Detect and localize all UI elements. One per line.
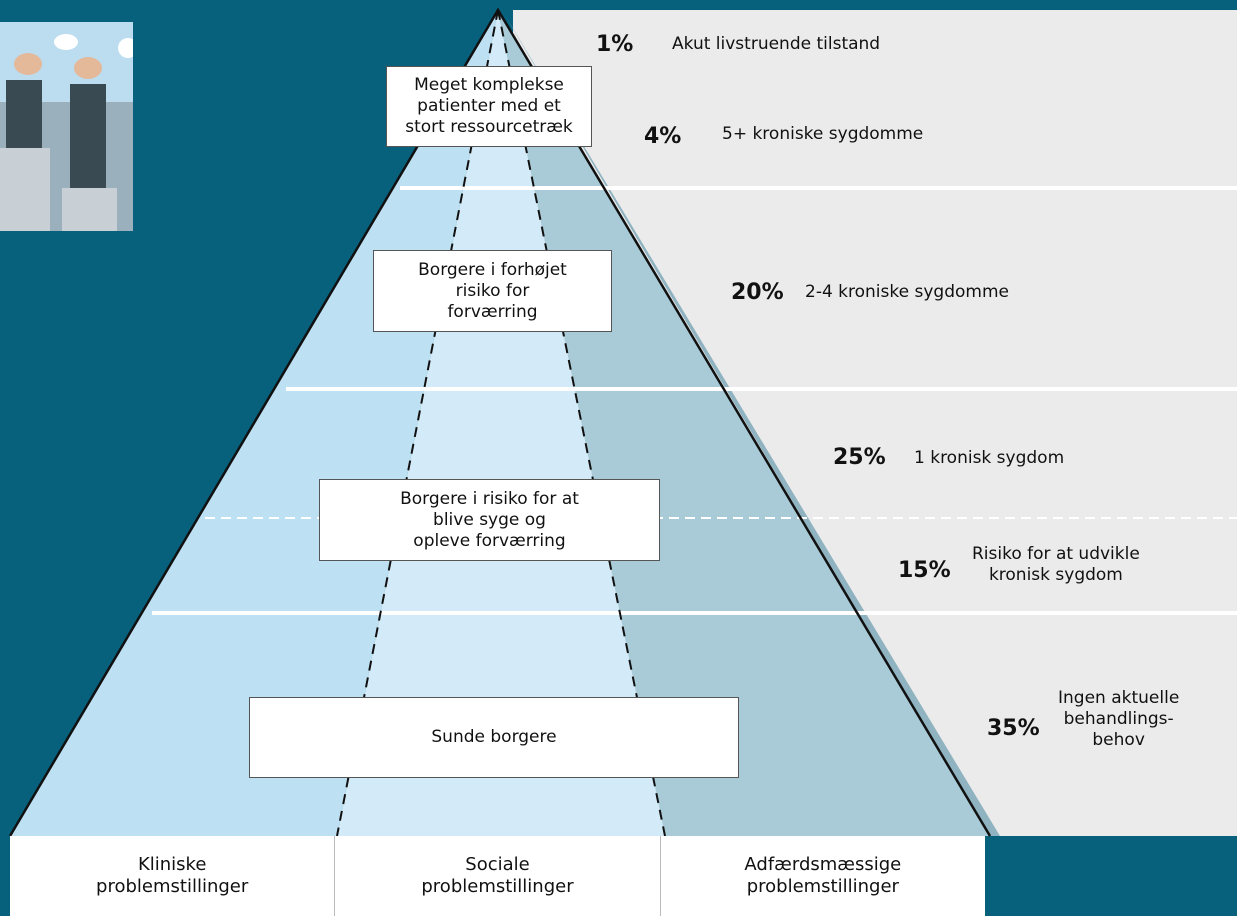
- tier-description: 5+ kroniske sygdomme: [722, 124, 924, 144]
- percentage-label: 4%: [644, 124, 682, 149]
- column-label-behavioral: Adfærdsmæssige problemstillinger: [659, 836, 985, 916]
- percentage-label: 1%: [596, 32, 634, 57]
- tier-box-at-risk: Borgere i risiko for at blive syge og op…: [319, 479, 660, 561]
- tier-box-complex-patients: Meget komplekse patienter med et stort r…: [386, 66, 592, 147]
- column-label-social: Sociale problemstillinger: [334, 836, 659, 916]
- tier-description: Ingen aktuelle behandlings- behov: [1058, 688, 1180, 750]
- column-label-clinical: Kliniske problemstillinger: [96, 854, 249, 897]
- tier-description: 1 kronisk sygdom: [914, 448, 1065, 468]
- tier-box-elevated-risk: Borgere i forhøjet risiko for forværring: [373, 250, 612, 332]
- tier-box-healthy: Sunde borgere: [249, 697, 739, 778]
- tier-description: Akut livstruende tilstand: [672, 34, 881, 54]
- percentage-label: 25%: [833, 445, 886, 470]
- percentage-label: 15%: [898, 558, 951, 583]
- pyramid-middle-section: [337, 10, 665, 836]
- illustration: [0, 22, 133, 231]
- percentage-label: 35%: [987, 716, 1040, 741]
- tier-description: 2-4 kroniske sygdomme: [805, 282, 1009, 302]
- pyramid-shadow: [503, 12, 1000, 836]
- percentage-label: 20%: [731, 280, 784, 305]
- tier-description: Risiko for at udvikle kronisk sygdom: [972, 544, 1140, 585]
- column-labels: Kliniske problemstillinger Sociale probl…: [10, 836, 985, 916]
- two-people-standing-on-pedestals-icon: [0, 22, 133, 231]
- pyramid-outline: [8, 7, 992, 837]
